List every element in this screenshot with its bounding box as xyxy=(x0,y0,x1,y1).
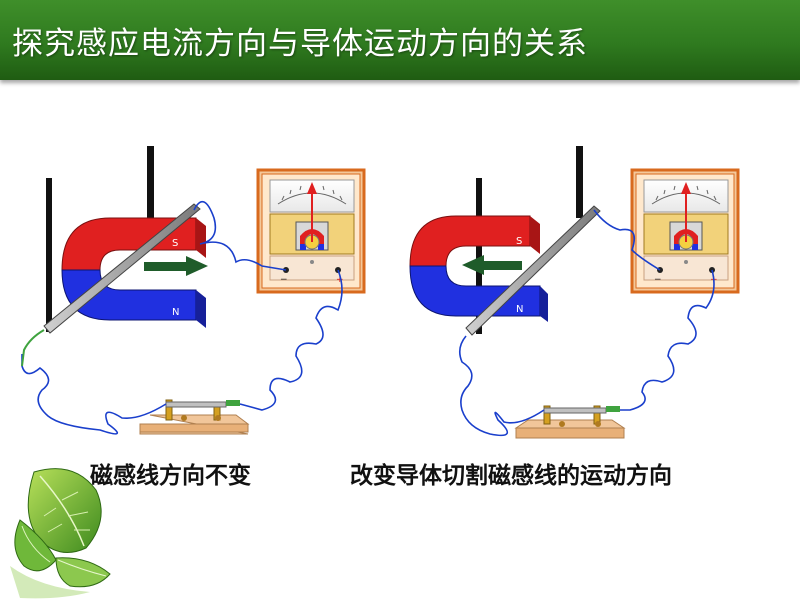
horseshoe-magnet: S N xyxy=(409,215,548,322)
stand-rod xyxy=(476,178,482,334)
circuit-wire xyxy=(458,209,715,437)
title-bar: 探究感应电流方向与导体运动方向的关系 xyxy=(0,0,800,80)
galvanometer-icon: − + xyxy=(256,168,366,294)
magnet-pole-n: N xyxy=(516,304,523,315)
magnet-pole-n: N xyxy=(172,307,179,318)
meter-minus: − xyxy=(654,275,662,285)
galvanometer-icon: − + xyxy=(630,168,740,294)
magnet-pole-s: S xyxy=(172,238,178,249)
horseshoe-magnet: S N xyxy=(61,217,206,328)
stand-rod xyxy=(46,178,52,332)
right-setup: S N xyxy=(409,146,740,439)
conductor-rod xyxy=(465,205,601,336)
switch-icon xyxy=(139,399,250,435)
meter-plus: + xyxy=(336,275,344,285)
stand-rod xyxy=(576,146,583,218)
switch-icon xyxy=(514,405,626,439)
page-title: 探究感应电流方向与导体运动方向的关系 xyxy=(12,26,588,62)
stand-rod xyxy=(147,146,154,218)
circuit-wire xyxy=(21,200,343,435)
left-caption: 磁感线方向不变 xyxy=(90,463,251,489)
motion-arrow-icon xyxy=(462,255,522,275)
experiment-diagram: S N xyxy=(10,146,740,599)
conductor-rod xyxy=(43,203,201,334)
circuit-wire xyxy=(21,329,45,367)
meter-minus: − xyxy=(280,275,288,285)
magnet-pole-s: S xyxy=(516,236,522,247)
motion-arrow-icon xyxy=(144,256,208,276)
left-setup: S N xyxy=(21,146,366,435)
leaf-icon xyxy=(10,468,111,599)
right-caption: 改变导体切割磁感线的运动方向 xyxy=(350,463,672,489)
